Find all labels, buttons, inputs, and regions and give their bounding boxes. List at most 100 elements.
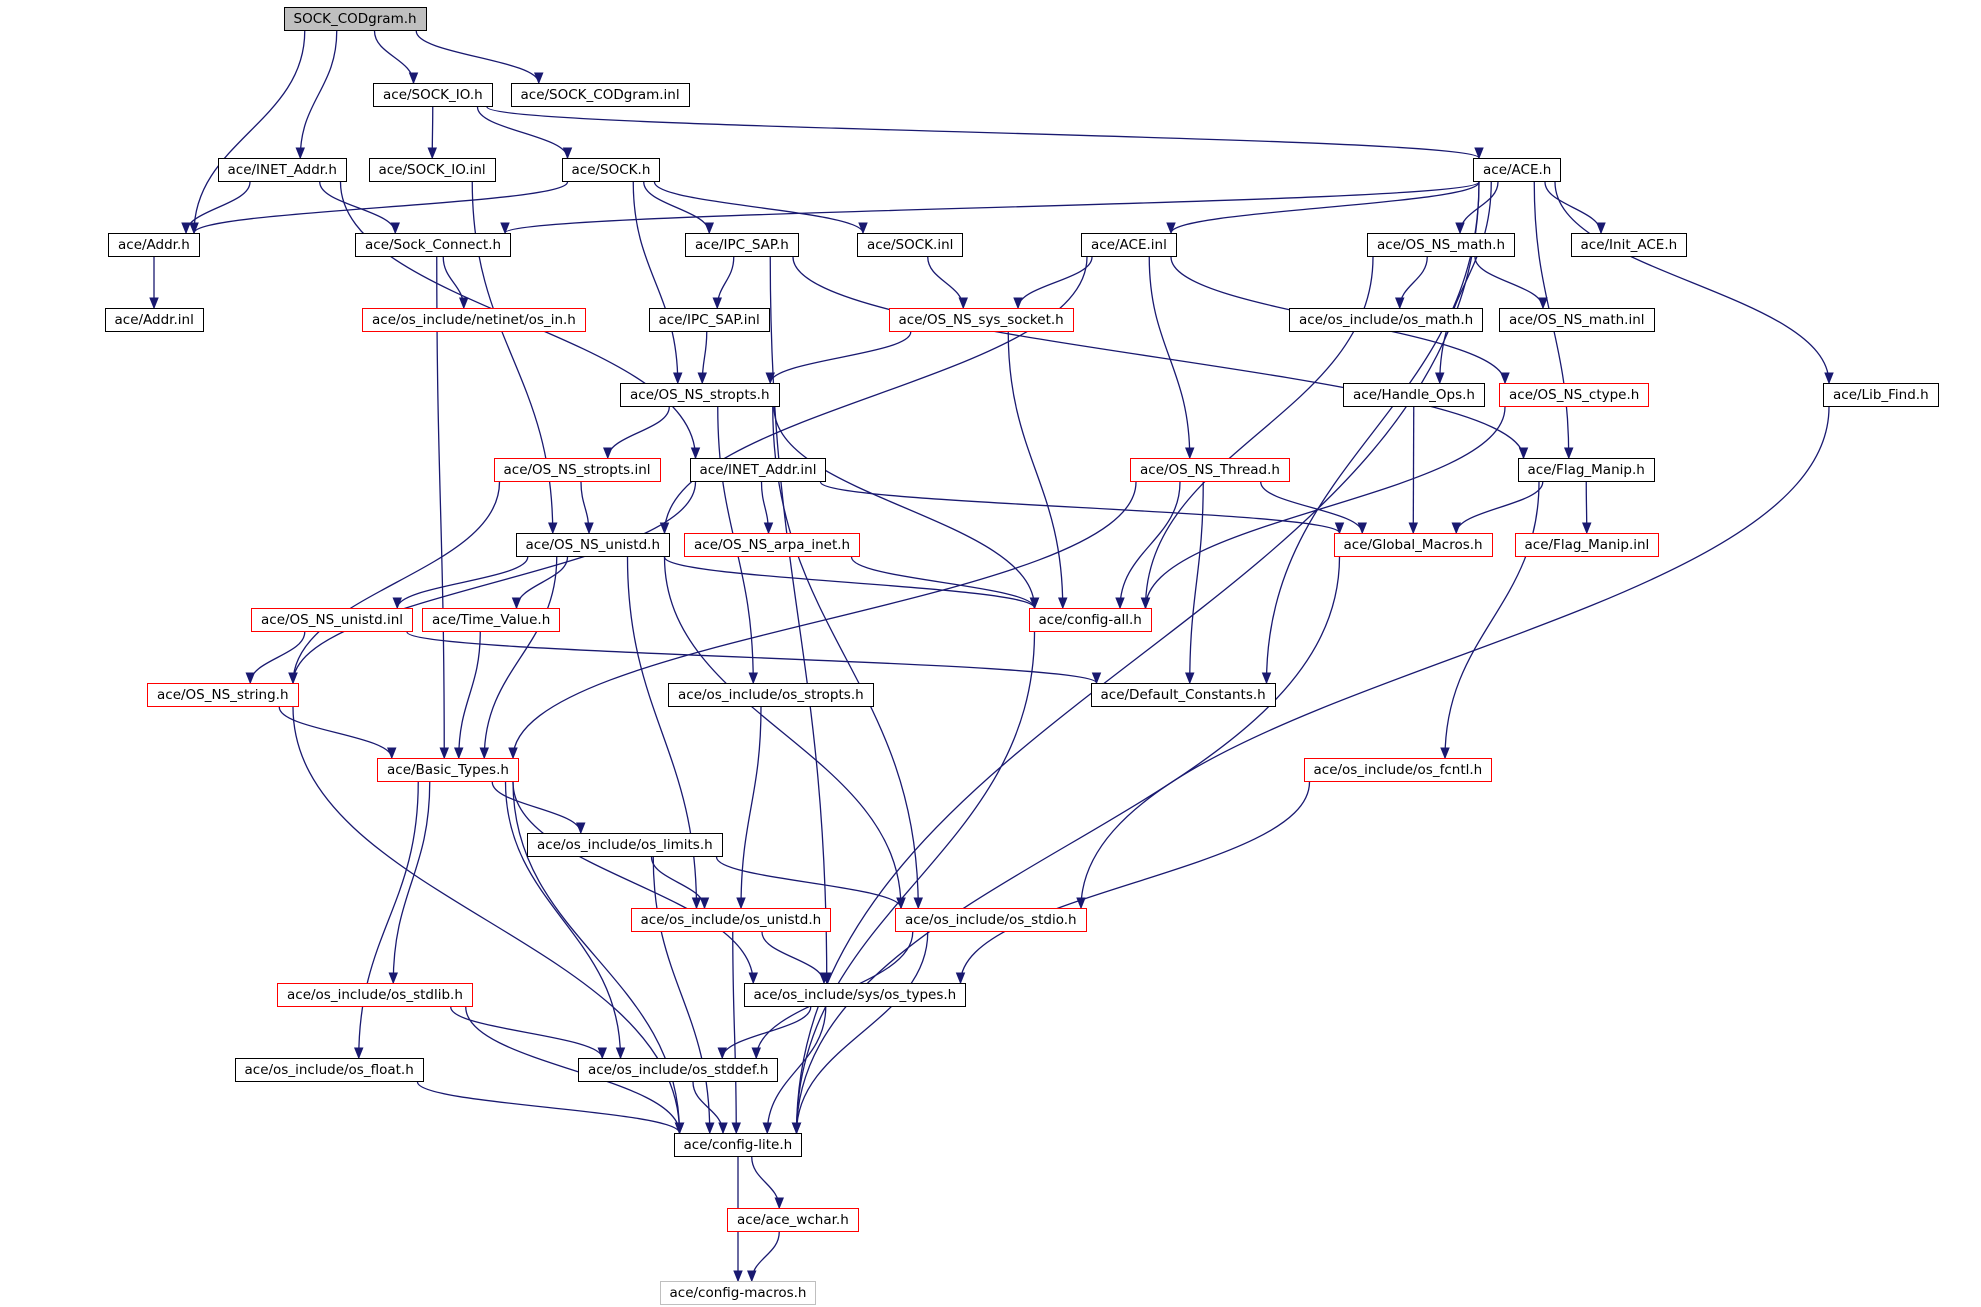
dependency-edge (652, 856, 711, 1134)
edge-arrowhead (819, 972, 829, 985)
dependency-edge (607, 406, 670, 459)
dependency-edge (1148, 256, 1191, 459)
dependency-edge (476, 106, 569, 159)
graph-node: ace/OS_NS_Thread.h (1130, 458, 1290, 482)
dependency-edge (1412, 406, 1415, 534)
dependency-edge (1474, 256, 1544, 309)
graph-node: ace/Global_Macros.h (1333, 533, 1493, 557)
dependency-edge (1399, 256, 1428, 309)
edge-arrowhead (958, 297, 968, 310)
dependency-edge (193, 30, 306, 234)
edge-arrowhead (913, 897, 923, 910)
graph-node: ace/os_include/sys/os_types.h (743, 983, 967, 1007)
dependency-edge (773, 406, 1036, 609)
graph-node: ace/SOCK_CODgram.inl (510, 83, 690, 107)
graph-node: ace/OS_NS_math.h (1367, 233, 1516, 257)
dependency-edge (795, 181, 1480, 1134)
graph-node: ace/SOCK_IO.inl (368, 158, 496, 182)
graph-node: ace/INET_Addr.inl (689, 458, 827, 482)
graph-node: ace/os_include/os_unistd.h (630, 908, 832, 932)
edge-arrowhead (408, 72, 419, 85)
edge-arrowhead (1518, 447, 1529, 460)
graph-node: ace/IPC_SAP.h (685, 233, 799, 257)
edge-arrowhead (1408, 522, 1418, 535)
edge-arrowhead (748, 972, 758, 985)
graph-node: ace/os_include/os_limits.h (527, 833, 723, 857)
edge-arrowhead (690, 447, 701, 460)
graph-node: ace/Time_Value.h (422, 608, 561, 632)
dependency-edge (1170, 181, 1480, 234)
graph-node: ace/os_include/os_stdio.h (895, 908, 1087, 932)
edge-arrowhead (459, 297, 469, 310)
dependency-edge (653, 181, 864, 234)
dependency-edges (149, 30, 1834, 1283)
edge-arrowhead (717, 1047, 727, 1060)
graph-node: ace/config-all.h (1028, 608, 1152, 632)
graph-node: ace/IPC_SAP.inl (648, 308, 770, 332)
dependency-edge (483, 556, 558, 759)
edge-arrowhead (704, 222, 714, 235)
dependency-edge (643, 181, 710, 234)
edge-arrowhead (763, 522, 774, 535)
dependency-edge (436, 256, 445, 759)
edge-arrowhead (748, 672, 758, 685)
dependency-edge (1119, 481, 1181, 609)
graph-node: ace/Handle_Ops.h (1343, 383, 1485, 407)
dependency-edge (1265, 181, 1480, 684)
dependency-edge (512, 781, 754, 984)
dependency-edge (458, 631, 481, 759)
edge-arrowhead (673, 372, 683, 385)
dependency-edge (769, 256, 828, 984)
dependency-edge (772, 406, 919, 909)
dependency-edge (850, 556, 1036, 609)
edge-arrowhead (1435, 372, 1445, 385)
dependency-edge (512, 481, 1137, 759)
edge-arrowhead (576, 822, 586, 835)
dependency-edge (715, 856, 902, 909)
dependency-edge (1260, 481, 1363, 534)
graph-node: ace/ace_wchar.h (727, 1208, 859, 1232)
edge-arrowhead (736, 897, 746, 910)
graph-node: SOCK_CODgram.h (283, 7, 427, 31)
graph-node: ace/OS_NS_arpa_inet.h (684, 533, 861, 557)
edge-arrowhead (718, 1122, 728, 1135)
dependency-edge (751, 1231, 780, 1282)
dependency-edge (1444, 481, 1540, 759)
graph-node: ace/Sock_Connect.h (355, 233, 512, 257)
graph-node: ace/os_include/netinet/os_in.h (362, 308, 586, 332)
edge-arrowhead (765, 372, 775, 385)
graph-node: ace/INET_Addr.h (217, 158, 347, 182)
edge-arrowhead (1395, 297, 1405, 310)
dependency-edge (450, 1006, 603, 1059)
edge-arrowhead (731, 1122, 741, 1135)
graph-node: ace/OS_NS_math.inl (1499, 308, 1655, 332)
edge-arrowhead (1474, 147, 1484, 160)
edge-arrowhead (1166, 222, 1176, 235)
edge-arrowhead (697, 372, 707, 385)
dependency-edge (959, 781, 1311, 984)
edge-arrowhead (181, 222, 191, 235)
edge-arrowhead (1500, 372, 1510, 385)
dependency-edge (299, 30, 338, 159)
dependency-edge (396, 556, 529, 609)
edge-arrowhead (747, 1270, 757, 1283)
dependency-edge (292, 481, 697, 684)
edge-arrowhead (858, 222, 868, 235)
graph-node: ace/Flag_Manip.h (1517, 458, 1655, 482)
graph-node: ace/OS_NS_sys_socket.h (888, 308, 1074, 332)
dependency-edge (392, 781, 431, 984)
edge-arrowhead (1261, 672, 1272, 685)
edge-arrowhead (149, 297, 159, 310)
dependency-edge (751, 1156, 780, 1209)
dependency-edge (1455, 481, 1544, 534)
edge-arrowhead (427, 147, 437, 160)
dependency-edge (927, 256, 964, 309)
dependency-edge (761, 931, 825, 984)
edge-arrowhead (1564, 447, 1574, 460)
dependency-edge (292, 481, 501, 684)
graph-node: ace/Default_Constants.h (1090, 683, 1276, 707)
dependency-edge (465, 1006, 681, 1134)
edge-arrowhead (762, 1122, 772, 1135)
edge-arrowhead (189, 222, 199, 235)
dependency-edge (406, 631, 1098, 684)
